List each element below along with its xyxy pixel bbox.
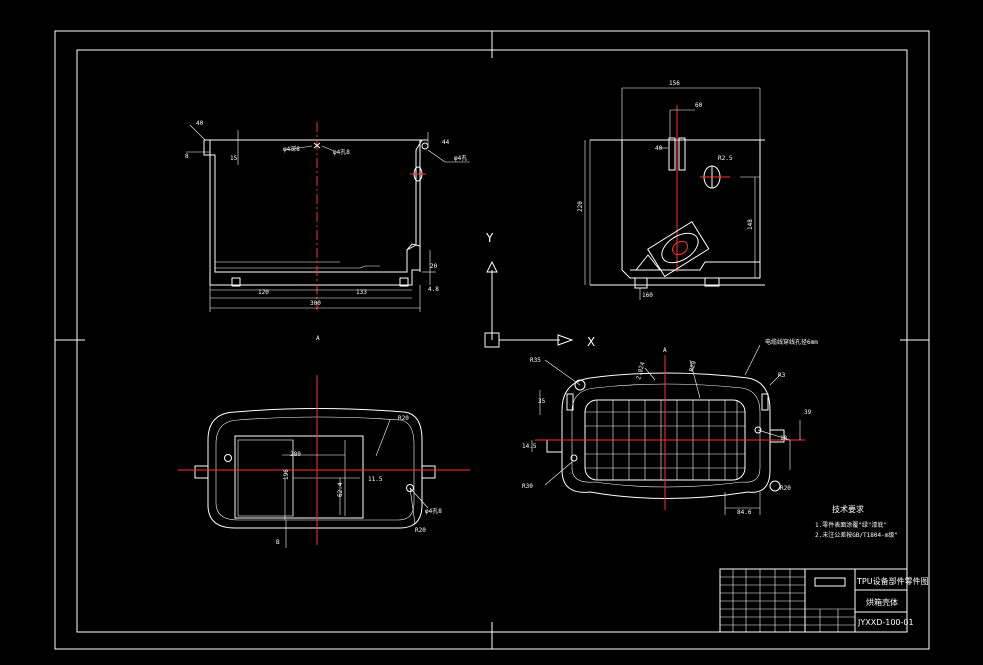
axis-indicator: Y X [484, 231, 595, 349]
dim-bottom-top-left: R35 [530, 357, 541, 364]
technical-notes: 技术要求 1.零件表面涂覆"绿"漆底" 2.未注公差按GB/T1804-m级" [815, 504, 898, 539]
dim-left-small: 8 [185, 153, 189, 160]
section-mark-front: A [316, 335, 320, 342]
notes-line-2: 2.未注公差按GB/T1804-m级" [815, 531, 898, 539]
dim-bottom-top-a: 2.024 [635, 361, 647, 381]
dim-top-inner-w: 280 [290, 451, 301, 458]
axis-x-label: X [587, 335, 595, 349]
bottom-view-dimensions: R35 2.024 R20 R3 35 14.5 39 18 R30 84.6 … [522, 338, 818, 516]
notes-title: 技术要求 [832, 504, 864, 514]
dim-right-h2: 4.8 [428, 286, 439, 293]
dim-bottom-left: 120 [258, 289, 269, 296]
dim-bottom-top-right: R3 [778, 372, 786, 379]
section-mark-top: B [276, 539, 280, 546]
axis-y-label: Y [485, 231, 494, 245]
callout-mid: φ4孔8 [333, 148, 350, 156]
section-mark-bottom: A [663, 347, 667, 354]
callout-bottom-top: 电缆线穿线孔径6mm [765, 338, 818, 346]
top-view [178, 375, 470, 548]
callout-right: φ4孔 [454, 154, 467, 162]
title-block-name-1: TPU设备部件零件图 [856, 576, 929, 586]
dim-bottom-bottom: 84.6 [737, 509, 752, 516]
dim-left-step: 15 [230, 155, 238, 162]
title-block-drawing-no: JYXXD-100-01 [857, 618, 914, 627]
dim-right-h1: 20 [430, 263, 438, 270]
dim-side-top-offset: 60 [695, 102, 703, 109]
notes-line-1: 1.零件表面涂覆"绿"漆底" [815, 521, 887, 529]
dim-bottom-right-b: 18 [780, 435, 788, 442]
dim-side-top-width: 156 [669, 80, 680, 87]
bottom-view [531, 344, 805, 515]
dim-bottom-right: 133 [356, 289, 367, 296]
dim-bottom-top-b: R20 [688, 360, 698, 373]
dim-top-corner-r1: R20 [398, 415, 409, 422]
dim-bottom-bottom-right: R20 [780, 485, 791, 492]
sheet-border [54, 30, 930, 650]
callout-left: φ4深8 [283, 145, 300, 153]
dim-bottom-left-a: 35 [538, 398, 546, 405]
front-view-dimensions: 40 8 15 44 120 133 300 20 4.8 A φ4深8 φ4孔… [185, 120, 467, 342]
dim-side-circle: R2.5 [718, 155, 733, 162]
dim-bottom-bottom-left: R30 [522, 483, 533, 490]
dim-bottom-left-b: 14.5 [522, 443, 537, 450]
dim-top-right: 44 [442, 139, 450, 146]
dim-bottom-right-a: 39 [804, 409, 812, 416]
side-view [584, 87, 765, 300]
title-block-name-2: 烘箱壳体 [866, 597, 898, 607]
dim-top-slot: 11.5 [368, 476, 383, 483]
dim-top-corner-r2: R20 [415, 527, 426, 534]
dim-top-inner-h: 196 [283, 469, 290, 480]
title-block: TPU设备部件零件图 烘箱壳体 JYXXD-100-01 [719, 568, 929, 633]
dim-top-left-offset: 40 [196, 120, 204, 127]
dim-side-height: 220 [577, 201, 584, 212]
top-view-dimensions: 280 196 62.4 11.5 R20 R20 φ4孔8 B [276, 415, 442, 546]
dim-top-right-h: 62.4 [337, 482, 344, 497]
side-view-dimensions: 156 60 220 148 R2.5 40 160 [577, 80, 754, 299]
callout-top-hole: φ4孔8 [425, 507, 442, 515]
dim-side-right-h: 148 [747, 219, 754, 230]
dim-side-base: 160 [642, 292, 653, 299]
front-view [186, 122, 470, 312]
dim-overall-width: 300 [310, 300, 321, 307]
dim-side-slot: 40 [655, 145, 663, 152]
